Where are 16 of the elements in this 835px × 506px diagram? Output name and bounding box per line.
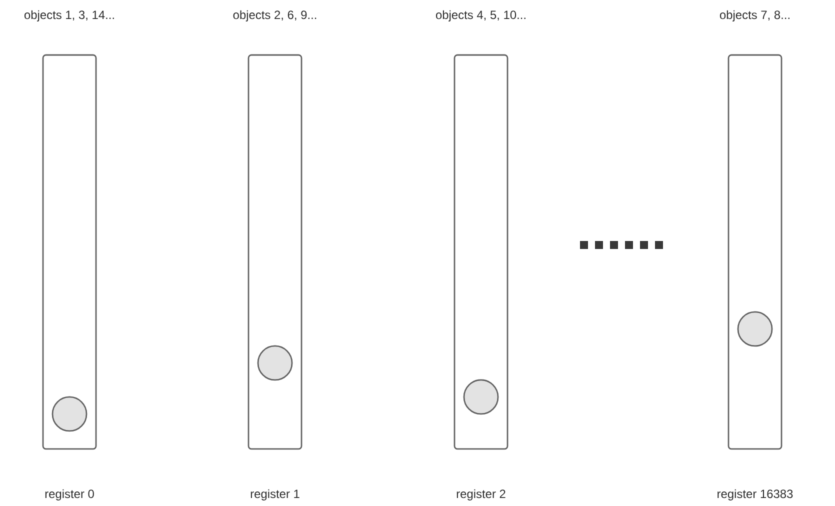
- object-circle: [463, 379, 499, 415]
- heading: objects 4, 5, 10...: [436, 10, 526, 22]
- register-label: register 16383: [718, 489, 793, 500]
- register-bar: [42, 54, 97, 450]
- register-bar: [454, 54, 508, 450]
- heading: objects 2, 6, 9...: [233, 10, 316, 22]
- register-label: register 2: [456, 489, 506, 500]
- heading: objects 1, 3, 14...: [24, 10, 114, 22]
- register-bar: [728, 54, 782, 450]
- register-bar: [248, 54, 302, 450]
- register-label: register 0: [45, 489, 94, 500]
- object-circle: [257, 345, 293, 381]
- heading: objects 7, 8...: [720, 10, 790, 22]
- object-circle: [52, 396, 88, 432]
- object-circle: [737, 311, 773, 347]
- register-label: register 1: [250, 489, 300, 500]
